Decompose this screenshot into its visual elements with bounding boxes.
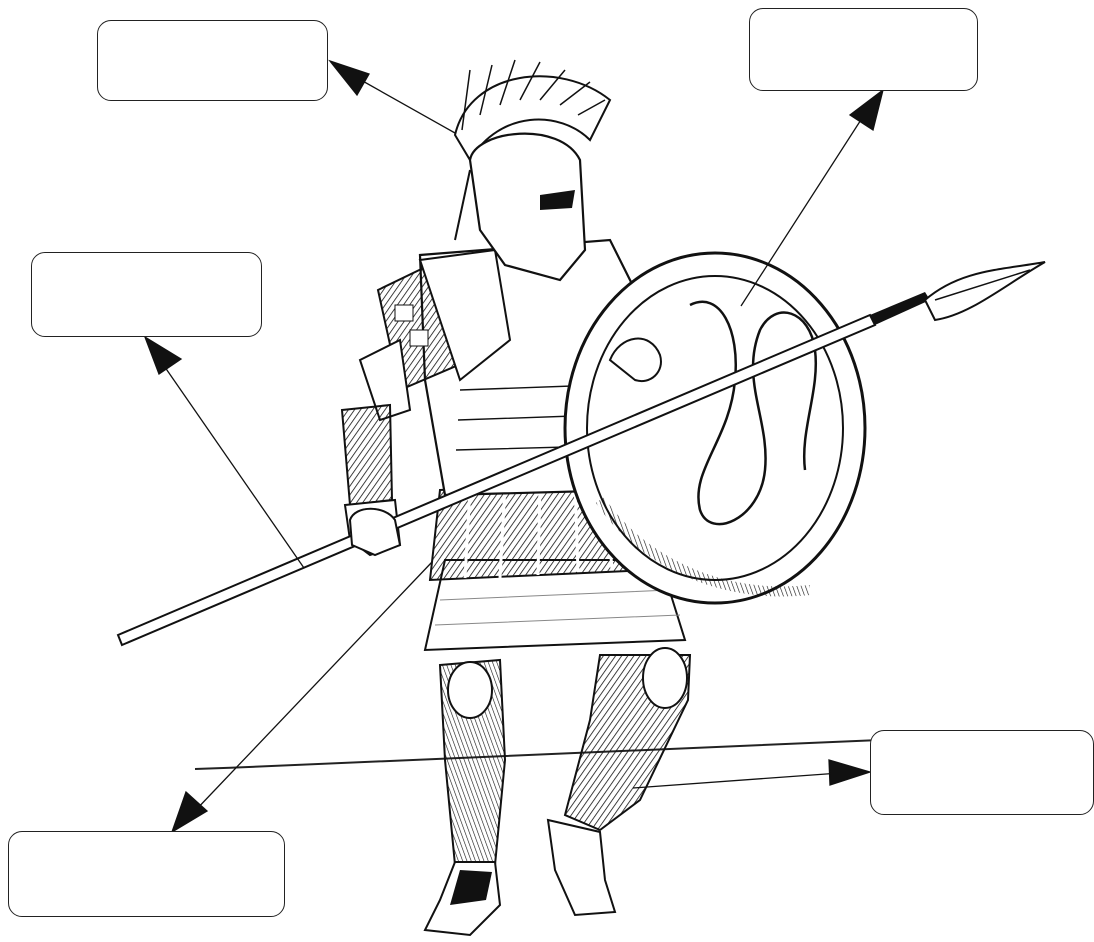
- label-box-helmet[interactable]: [97, 20, 328, 101]
- spear-leader-line: [160, 360, 304, 568]
- hand: [350, 509, 400, 555]
- right-leg-greave: [548, 648, 690, 915]
- helmet-arrowhead-icon: [330, 61, 369, 95]
- spear-arrowhead-icon: [145, 337, 181, 374]
- shield-arrowhead-icon: [850, 90, 883, 130]
- label-box-armour[interactable]: [8, 831, 285, 917]
- label-box-greave[interactable]: [870, 730, 1094, 815]
- greave-arrowhead-icon: [829, 760, 870, 785]
- label-box-shield[interactable]: [749, 8, 978, 91]
- label-box-spear[interactable]: [31, 252, 262, 337]
- left-leg: [425, 660, 505, 935]
- ground-line: [195, 740, 880, 769]
- shield-leader-line: [741, 112, 866, 306]
- helmet-leader-line: [352, 75, 455, 133]
- armour-arrowhead-icon: [172, 792, 207, 832]
- greave-leader-line: [633, 773, 840, 788]
